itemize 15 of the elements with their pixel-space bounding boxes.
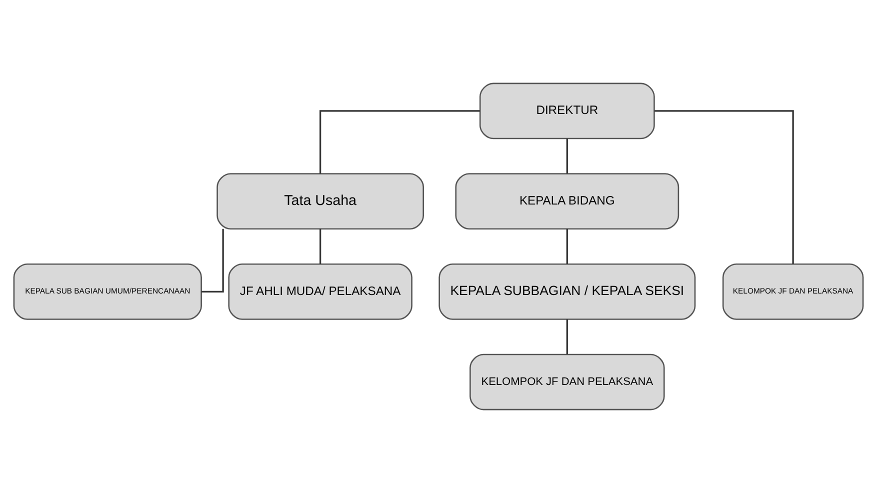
node-box: Tata Usaha [216,173,424,230]
connector [566,138,568,174]
connector [566,228,568,264]
node-box: KEPALA SUB BAGIAN UMUM/PERENCANAAN [12,263,202,320]
node-box: KEPALA BIDANG [454,173,679,230]
connector [200,228,224,292]
node-box: KELOMPOK JF DAN PELAKSANA [722,263,864,320]
node-box: KEPALA SUBBAGIAN / KEPALA SEKSI [438,263,696,320]
node-box: DIREKTUR [478,82,654,140]
node-box: JF AHLI MUDA/ PELAKSANA [228,263,412,320]
connector [318,228,321,264]
connector [566,319,568,354]
connector [654,110,794,264]
connector [318,110,480,174]
node-box: KELOMPOK JF DAN PELAKSANA [469,354,664,410]
